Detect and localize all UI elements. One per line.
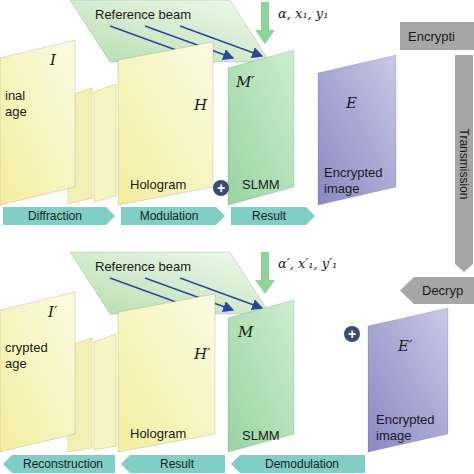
process-arrow: Encrypti [400,22,474,50]
node-label: SLMM [242,177,280,193]
symbol-letter: I′ [48,304,57,321]
image-plane: E Encrypted image [318,55,396,205]
image-plane: M′ SLMM [228,50,294,205]
node-label: Hologram [130,177,186,193]
node-label: inal age [5,88,43,121]
symbol-letter: M [238,324,253,341]
edge-label: Result [160,458,194,470]
node-shape [318,55,396,205]
image-plane: M SLMM [228,300,294,452]
node-label: Reference beam [95,7,191,23]
symbol-letter: H′ [194,346,211,363]
process-band [3,207,115,225]
key-parameters: α′, x′₁, y′₁ [278,256,337,271]
node-shape [0,40,75,205]
transmission-arrow [455,55,473,272]
edge-label: Reconstruction [23,458,103,470]
node-shape [118,42,213,205]
image-plane: H′ Hologram [118,294,215,452]
node-label: crypted age [5,340,57,373]
plus-operator: + [213,180,229,196]
node-outline [0,40,75,205]
node-label: Hologram [130,426,186,442]
edge-label: Modulation [140,210,199,222]
edge-label: Transmission [458,128,470,199]
edge-label: Result [252,210,286,222]
process-band [121,207,225,225]
image-plane: E′ Encrypted image [368,308,448,452]
node-shape [400,22,474,50]
image-plane [94,334,116,450]
node-label: Encrypted image [376,412,442,445]
node-label: Encrypti [408,29,455,45]
process-band [3,455,115,473]
key-arrow [255,252,275,294]
key-parameters: α, x₁, y₁ [278,6,328,21]
symbol-letter: E [346,95,357,112]
edge-label: Demodulation [265,458,339,470]
node-shape [368,308,448,452]
node-label: SLMM [242,428,280,444]
node-shape [400,277,474,304]
symbol-letter: I [50,52,56,69]
node-label: Encrypted image [324,165,392,198]
process-arrow: Decryp [400,277,474,304]
process-band [121,455,225,473]
node-shape [228,50,294,205]
image-plane: I′ crypted age [0,292,75,452]
node-label: Decryp [422,283,463,299]
image-plane: Iinal age [0,40,75,205]
plus-operator: + [344,326,360,342]
node-shape [0,292,75,452]
node-shape [228,300,294,452]
symbol-letter: M′ [236,74,255,91]
image-plane: H Hologram [118,42,213,205]
edge-label: Diffraction [28,210,82,222]
node-shape [118,294,215,452]
key-arrow [255,2,275,44]
node-label: Reference beam [95,259,191,275]
node-outline [0,292,75,452]
image-plane [94,84,116,202]
symbol-letter: E′ [398,338,412,355]
process-band [231,207,315,225]
symbol-letter: H [194,97,207,114]
process-band [231,455,365,473]
